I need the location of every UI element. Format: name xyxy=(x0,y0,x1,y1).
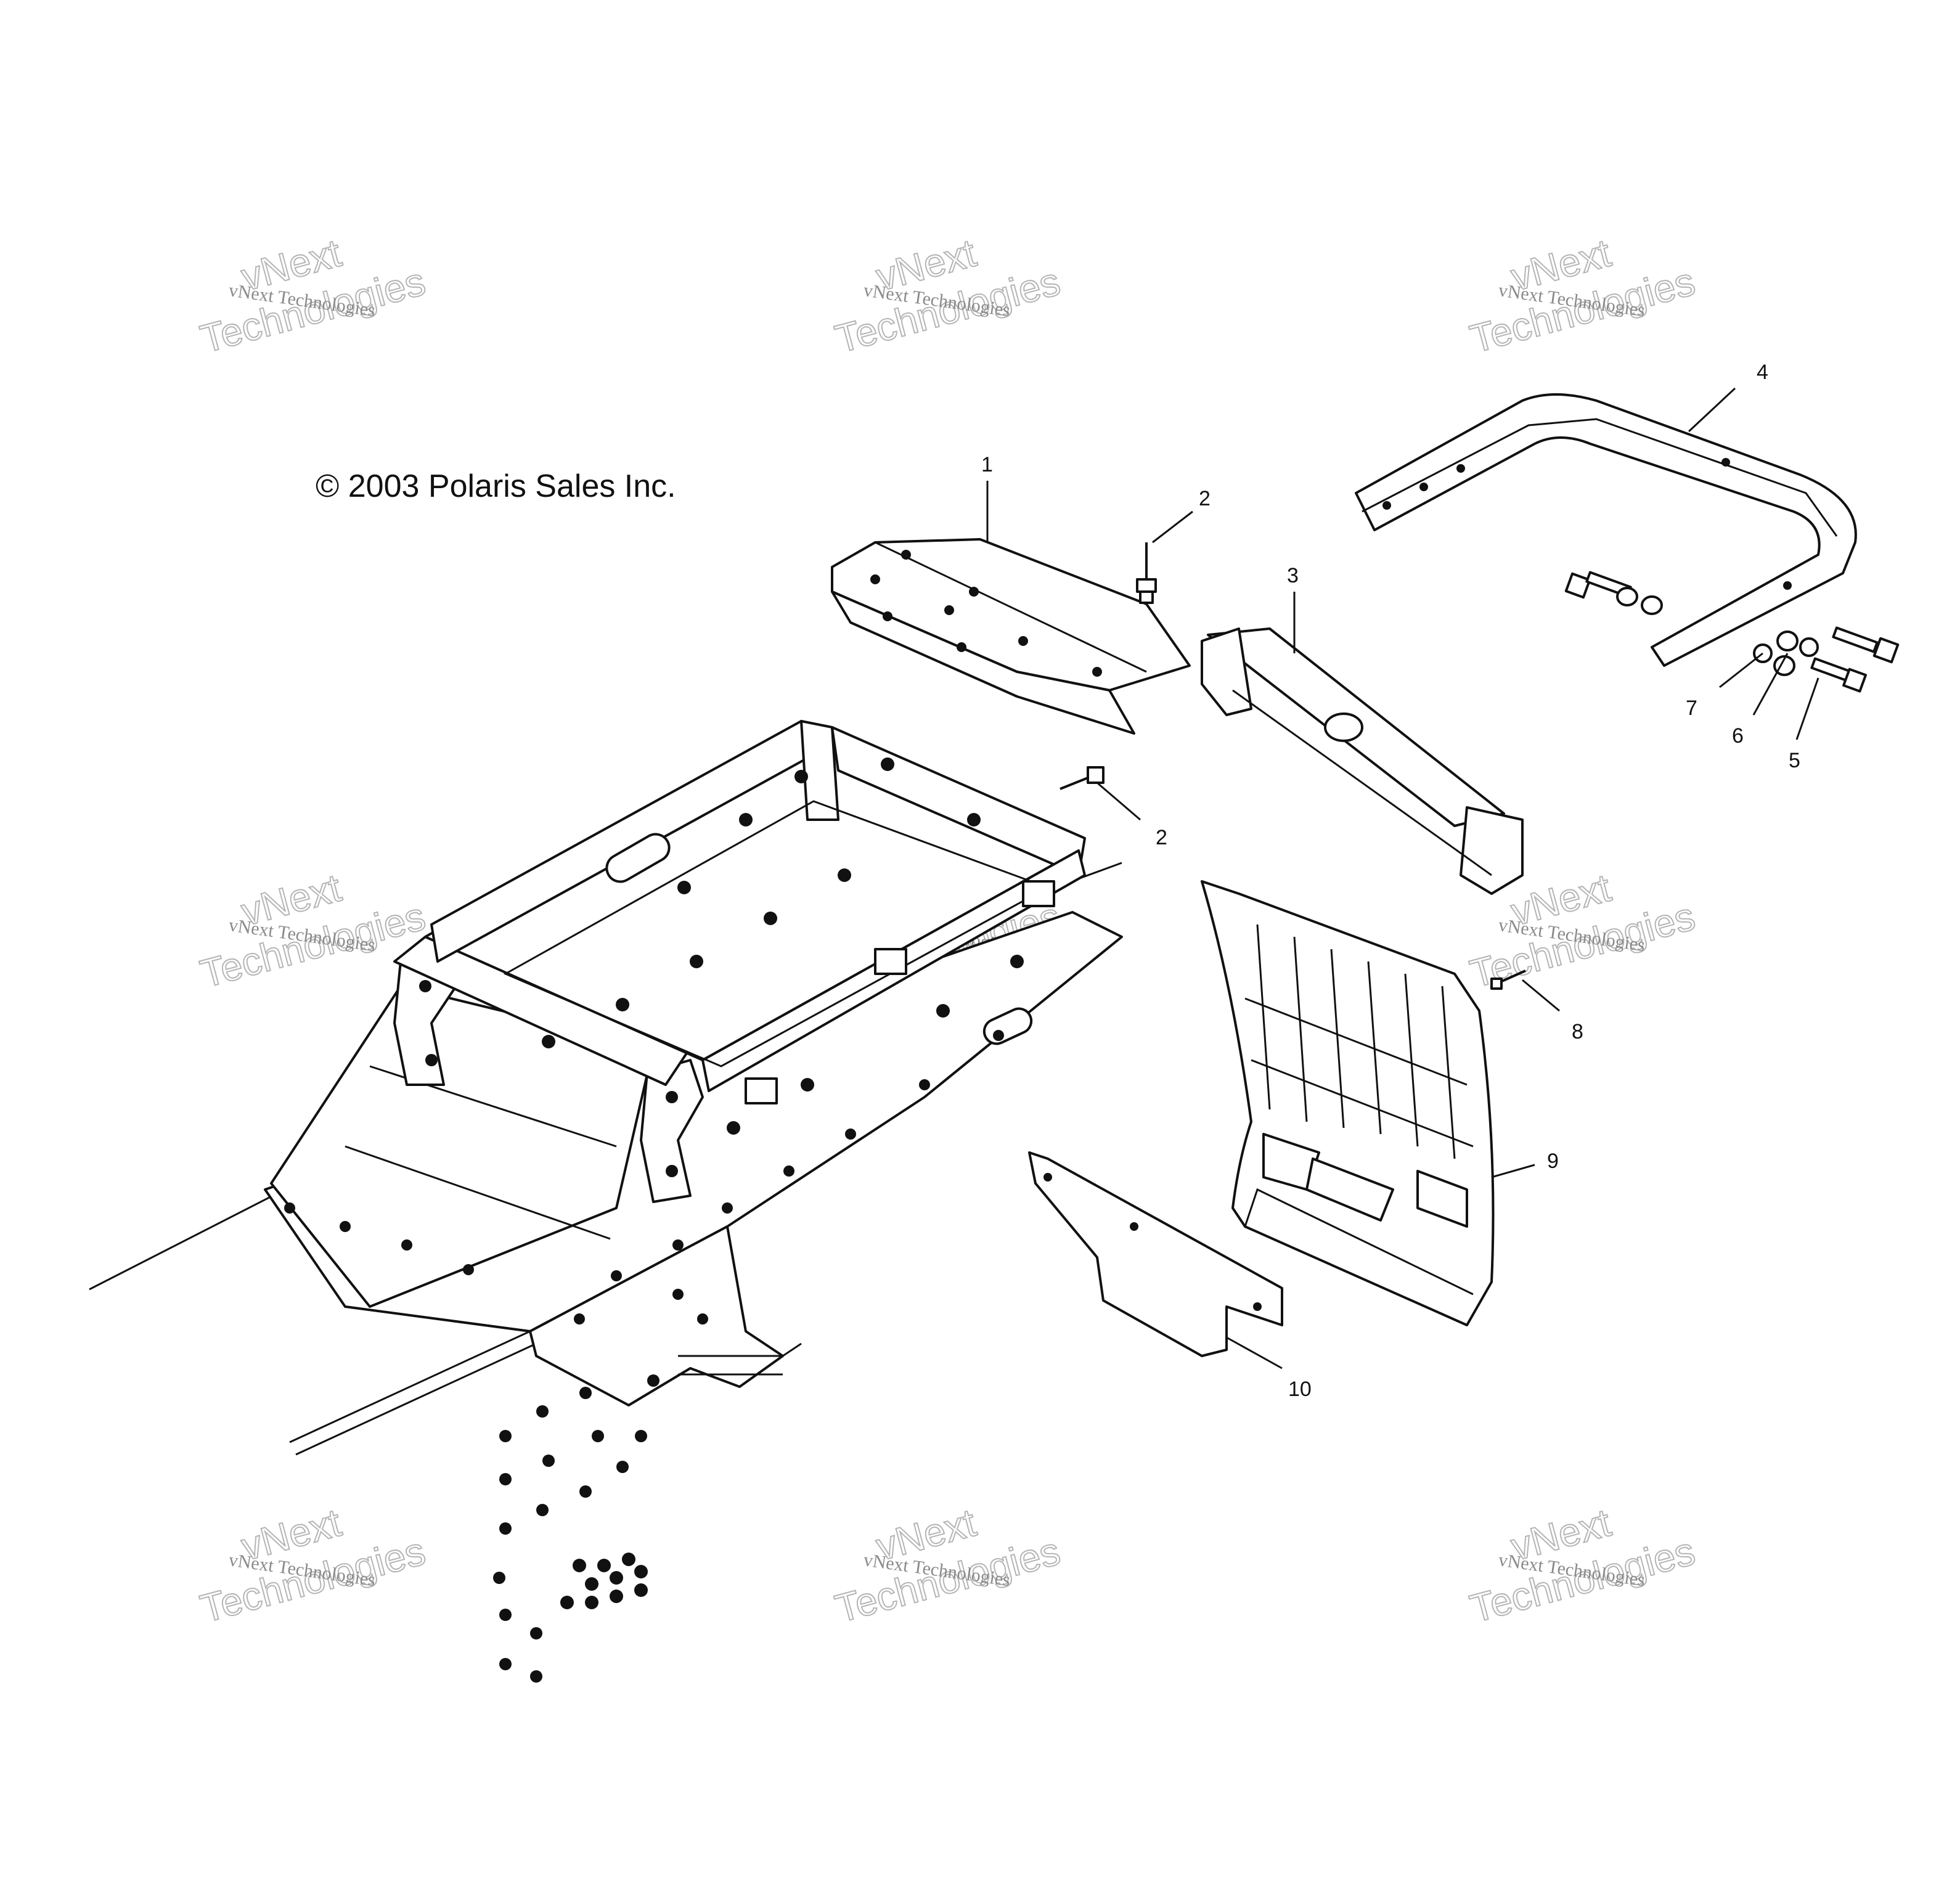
watermark: vNext Technologies vNext Technologies xyxy=(1465,1500,1700,1632)
part-3-crossbar-bracket xyxy=(1201,627,1524,895)
callout-1: 1 xyxy=(981,453,993,476)
part-9-snow-flap xyxy=(1201,880,1495,1326)
copyright-text: © 2003 Polaris Sales Inc. xyxy=(316,468,676,504)
watermark: vNext Technologies vNext Technologies xyxy=(830,230,1065,362)
chassis-tunnel xyxy=(89,720,1123,1683)
part-1-rear-cover xyxy=(831,538,1191,735)
part-2-screw-bottom xyxy=(1060,766,1105,790)
watermark: vNext Technologies vNext Technologies xyxy=(1465,230,1700,362)
callout-10: 10 xyxy=(1288,1378,1312,1401)
rivet-dots xyxy=(284,757,1024,1683)
part-10-flap-bracket xyxy=(1028,1151,1283,1357)
part-5-bolts xyxy=(1810,626,1900,693)
callout-2-bottom: 2 xyxy=(1156,826,1167,849)
hardware-left-bolt xyxy=(1564,571,1663,615)
callout-4: 4 xyxy=(1757,361,1768,384)
callout-7: 7 xyxy=(1686,696,1697,720)
part-2-screw-top xyxy=(1136,542,1157,604)
callout-9: 9 xyxy=(1547,1149,1559,1173)
callout-numbers: 1 2 2 3 4 5 6 7 8 9 10 xyxy=(981,361,1800,1401)
watermark: vNext Technologies vNext Technologies xyxy=(830,1500,1065,1632)
watermark: vNext Technologies vNext Technologies xyxy=(195,865,430,997)
callout-8: 8 xyxy=(1572,1020,1583,1043)
part-8-rivet xyxy=(1490,969,1526,990)
part-4-rear-bumper xyxy=(1355,393,1857,667)
part-6-washers xyxy=(1773,631,1799,676)
callout-2-top: 2 xyxy=(1199,487,1211,510)
callout-6: 6 xyxy=(1732,724,1744,748)
callout-3: 3 xyxy=(1287,564,1299,587)
watermark: vNext Technologies vNext Technologies xyxy=(195,230,430,362)
watermark: vNext Technologies vNext Technologies xyxy=(195,1500,430,1632)
callout-5: 5 xyxy=(1789,749,1800,772)
callout-leaders xyxy=(986,387,1819,1369)
